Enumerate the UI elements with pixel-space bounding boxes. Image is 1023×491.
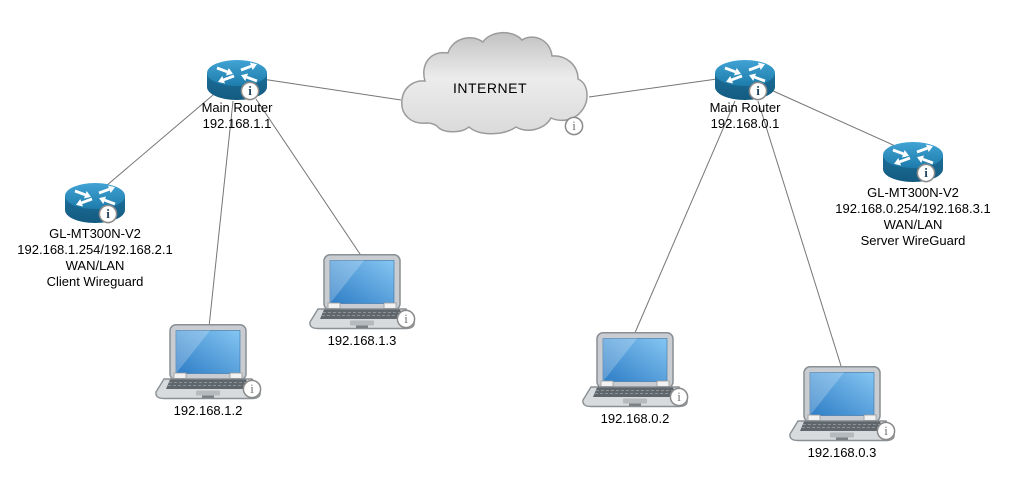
svg-text:i: i xyxy=(248,83,252,98)
node-label: 192.168.0.2 xyxy=(600,411,670,426)
svg-text:i: i xyxy=(756,83,760,98)
edge-main-router-right-laptop-0-3 xyxy=(757,100,843,370)
edge-main-router-right-gl-right xyxy=(770,89,903,150)
svg-text:i: i xyxy=(250,381,254,396)
edge-main-router-left-gl-left xyxy=(105,94,214,187)
internet-label: INTERNET xyxy=(453,80,527,96)
node-label: GL-MT300N-V2 192.168.0.254/192.168.3.1 W… xyxy=(835,185,991,248)
info-icon[interactable]: i xyxy=(396,309,416,329)
svg-text:i: i xyxy=(572,118,576,133)
info-icon[interactable]: i xyxy=(669,387,689,407)
svg-text:i: i xyxy=(677,389,681,404)
info-icon[interactable]: i xyxy=(564,116,584,136)
node-laptop-192-168-0-2[interactable]: i 192.168.0.2 xyxy=(577,332,693,426)
info-icon[interactable]: i xyxy=(876,421,896,441)
node-label: GL-MT300N-V2 192.168.1.254/192.168.2.1 W… xyxy=(17,226,173,289)
node-label: Main Router 192.168.1.1 xyxy=(201,100,273,131)
node-laptop-192-168-1-2[interactable]: i 192.168.1.2 xyxy=(150,324,266,418)
info-icon[interactable]: i xyxy=(748,81,768,101)
edge-main-router-left-laptop-1-2 xyxy=(208,100,234,328)
node-label: 192.168.0.3 xyxy=(807,445,877,460)
node-label: Main Router 192.168.0.1 xyxy=(709,100,781,131)
svg-text:i: i xyxy=(106,206,110,221)
edge-main-router-left-internet xyxy=(261,78,402,101)
node-laptop-192-168-1-3[interactable]: i 192.168.1.3 xyxy=(304,254,420,348)
node-label: 192.168.1.3 xyxy=(327,333,397,348)
info-icon[interactable]: i xyxy=(916,163,936,183)
node-gl-router-left[interactable]: i GL-MT300N-V2 192.168.1.254/192.168.2.1… xyxy=(17,183,173,289)
edge-main-router-right-laptop-0-2 xyxy=(633,100,736,336)
node-main-router-right[interactable]: i Main Router 192.168.0.1 xyxy=(710,60,780,131)
node-label: 192.168.1.2 xyxy=(173,403,243,418)
info-icon[interactable]: i xyxy=(242,379,262,399)
info-icon[interactable]: i xyxy=(240,81,260,101)
info-icon[interactable]: i xyxy=(98,204,118,224)
node-laptop-192-168-0-3[interactable]: i 192.168.0.3 xyxy=(784,366,900,460)
svg-text:i: i xyxy=(884,423,888,438)
svg-text:i: i xyxy=(404,311,408,326)
svg-text:i: i xyxy=(924,165,928,180)
edge-main-router-left-laptop-1-3 xyxy=(255,98,363,258)
edge-main-router-right-internet xyxy=(588,78,718,98)
node-gl-router-right[interactable]: i GL-MT300N-V2 192.168.0.254/192.168.3.1… xyxy=(835,142,991,248)
node-main-router-left[interactable]: i Main Router 192.168.1.1 xyxy=(202,60,272,131)
